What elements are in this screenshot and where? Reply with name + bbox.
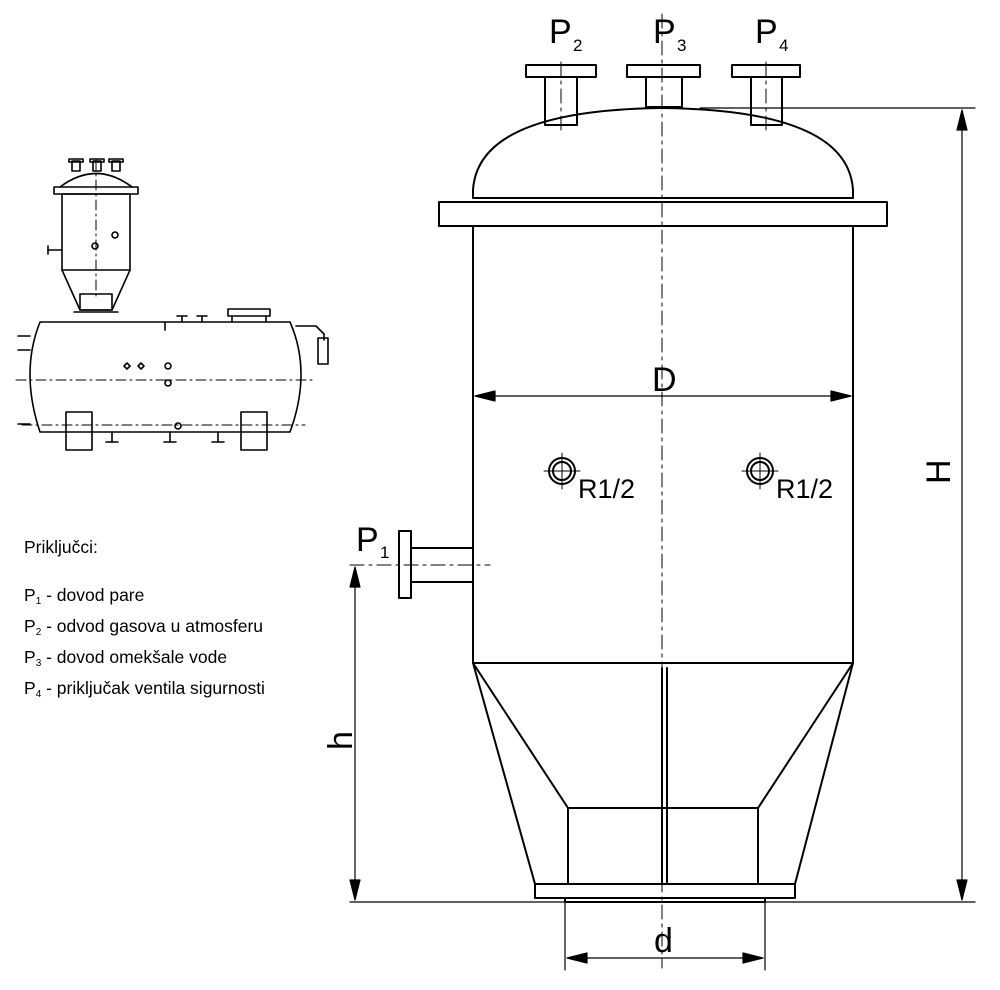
legend-item: P4 - priključak ventila sigurnosti xyxy=(24,678,265,700)
overview-drawing xyxy=(15,158,329,451)
label-r-right: R1/2 xyxy=(776,474,833,504)
legend-item: P1 - dovod pare xyxy=(24,585,145,607)
label-r-left: R1/2 xyxy=(578,474,635,504)
main-flange xyxy=(438,201,888,227)
legend-title: Priključci: xyxy=(24,537,98,557)
vessel-dome xyxy=(472,107,854,199)
label-D: D xyxy=(652,361,677,399)
connections-legend: Priključci: P1 - dovod pare P2 - odvod g… xyxy=(24,535,265,707)
label-h: h xyxy=(322,731,360,750)
dimensions xyxy=(349,107,976,971)
label-p2-sub: 2 xyxy=(573,36,582,55)
label-p1-sub: 1 xyxy=(380,543,389,562)
label-p3-sub: 3 xyxy=(677,36,686,55)
label-p4-sub: 4 xyxy=(779,36,788,55)
bottom-flange xyxy=(534,883,796,899)
legend-item: P3 - dovod omekšale vode xyxy=(24,647,228,669)
label-p2: P xyxy=(549,13,572,51)
label-d: d xyxy=(654,922,673,960)
nozzle-p3 xyxy=(626,64,701,78)
label-H: H xyxy=(920,459,958,484)
legend-item: P2 - odvod gasova u atmosferu xyxy=(24,616,264,638)
label-p1: P xyxy=(356,521,379,559)
label-p3: P xyxy=(653,13,676,51)
label-p4: P xyxy=(755,13,778,51)
